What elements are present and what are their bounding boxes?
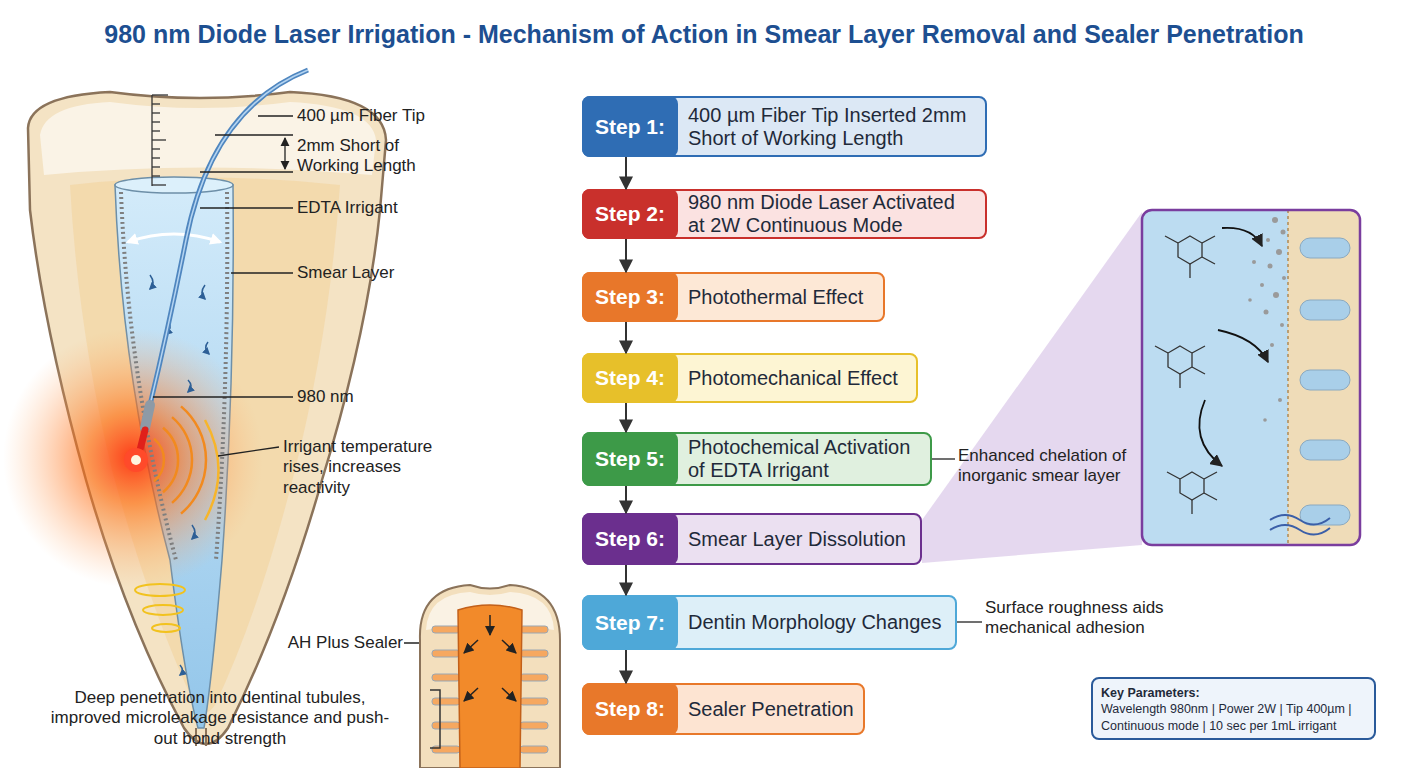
laser-fiber [150,70,308,405]
annotation-label: 2mm Short of Working Length [297,136,437,177]
process-step-box: Step 4: Photomechanical Effect [582,353,918,403]
step-number: Step 1: [582,96,678,157]
zoom-fan [922,212,1142,563]
step-number: Step 3: [582,272,678,322]
step-text: Smear Layer Dissolution [688,528,906,551]
photomechanical-waves [154,406,219,520]
box-text: Wavelength 980nm | Power 2W | Tip 400µm … [1101,701,1366,734]
step-number: Step 4: [582,353,678,403]
process-step-box: Step 2:980 nm Diode Laser Activated at 2… [582,189,987,239]
smear-layer [121,192,176,560]
annotation-label: EDTA Irrigant [297,198,497,218]
laser-spot [124,448,148,472]
step-text: 980 nm Diode Laser Activated at 2W Conti… [688,191,977,237]
process-step-box: Step 8: Sealer Penetration [582,683,865,735]
step-text: Sealer Penetration [688,698,854,721]
step-text: Dentin Morphology Changes [688,611,942,634]
zoom-inset [1142,210,1360,545]
process-step-box: Step 3: Photothermal Effect [582,272,885,322]
annotation-label: Surface roughness aids mechanical adhesi… [985,598,1181,639]
flow-arrow [625,157,627,189]
parameter-box: Key Parameters:Wavelength 980nm | Power … [1091,677,1376,740]
process-step-box: Step 5:Photochemical Activation of EDTA … [582,432,932,486]
bracket [430,690,440,748]
step-text: Photothermal Effect [688,286,863,309]
annotation-label: AH Plus Sealer [285,633,403,653]
flow-arrow [625,403,627,432]
laser-spot-core [131,455,141,465]
heat-swirls [135,584,185,632]
leader-lines [153,116,982,643]
sealer-filled-canal [458,605,522,768]
step-number: Step 2: [582,189,678,239]
canal-opening [115,177,233,193]
small-tooth [420,585,560,768]
process-step-box: Step 6: Smear Layer Dissolution [582,513,922,565]
annotation-label: Irrigant temperature rises, increases re… [283,437,451,498]
step-text: Photomechanical Effect [688,367,898,390]
smear-layer [216,192,227,560]
step-number: Step 6: [582,513,678,565]
box-heading: Key Parameters: [1101,685,1366,701]
flow-arrow [625,565,627,595]
step-text: Photochemical Activation of EDTA Irrigan… [688,436,922,482]
process-step-box: Step 1:400 µm Fiber Tip Inserted 2mm Sho… [582,96,987,157]
step-number: Step 5: [582,432,678,486]
step-number: Step 8: [582,683,678,735]
flow-arrow [625,486,627,513]
annotation-label: 980 nm [297,387,497,407]
flow-arrow [625,650,627,683]
annotation-label: Enhanced chelation of inorganic smear la… [958,446,1138,487]
dimension-arrow [284,138,285,169]
ruler [152,95,168,186]
flow-arrow [625,239,627,272]
annotation-label: 400 µm Fiber Tip [297,106,497,126]
fiber-sheath [145,405,150,428]
laser-fiber-highlight [150,70,308,405]
process-step-box: Step 7: Dentin Morphology Changes [582,595,957,650]
diagram-title: 980 nm Diode Laser Irrigation - Mechanis… [0,20,1408,49]
step-number: Step 7: [582,595,678,650]
sealer-flow-arrows [464,615,516,701]
step-text: 400 µm Fiber Tip Inserted 2mm Short of W… [688,104,977,150]
annotation-label: Deep penetration into dentinal tubules, … [45,688,395,749]
agitation-arrow [128,234,220,242]
flow-arrow [625,322,627,353]
inset-border [1142,210,1360,545]
annotation-label: Smear Layer [297,263,497,283]
